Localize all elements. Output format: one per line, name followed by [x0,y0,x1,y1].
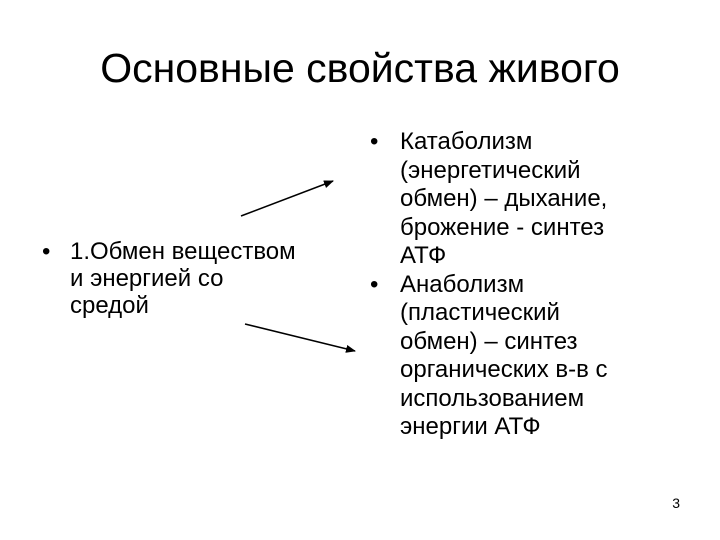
list-item-text: Анаболизм (пластический обмен) – синтез … [400,270,608,441]
slide-title: Основные свойства живого [100,45,620,91]
list-item-anabolism: • Анаболизм (пластический обмен) – синте… [370,271,700,442]
arrow-to-anabolism [244,323,356,353]
right-bullet-list: • Катаболизм (энергетический обмен) – ды… [370,128,700,442]
list-item-metabolism: • 1.Обмен веществом и энергией со средой [42,238,352,319]
bullet-icon: • [42,238,51,265]
list-item-text: Катаболизм (энергетический обмен) – дыха… [400,128,608,269]
bullet-icon: • [370,270,379,298]
list-item-text: 1.Обмен веществом и энергией со средой [70,238,296,319]
bullet-icon: • [370,128,379,155]
list-item-catabolism: • Катаболизм (энергетический обмен) – ды… [370,128,700,271]
arrow-to-catabolism [240,180,334,217]
left-bullet-list: • 1.Обмен веществом и энергией со средой [42,238,352,319]
page-number: 3 [672,495,680,511]
